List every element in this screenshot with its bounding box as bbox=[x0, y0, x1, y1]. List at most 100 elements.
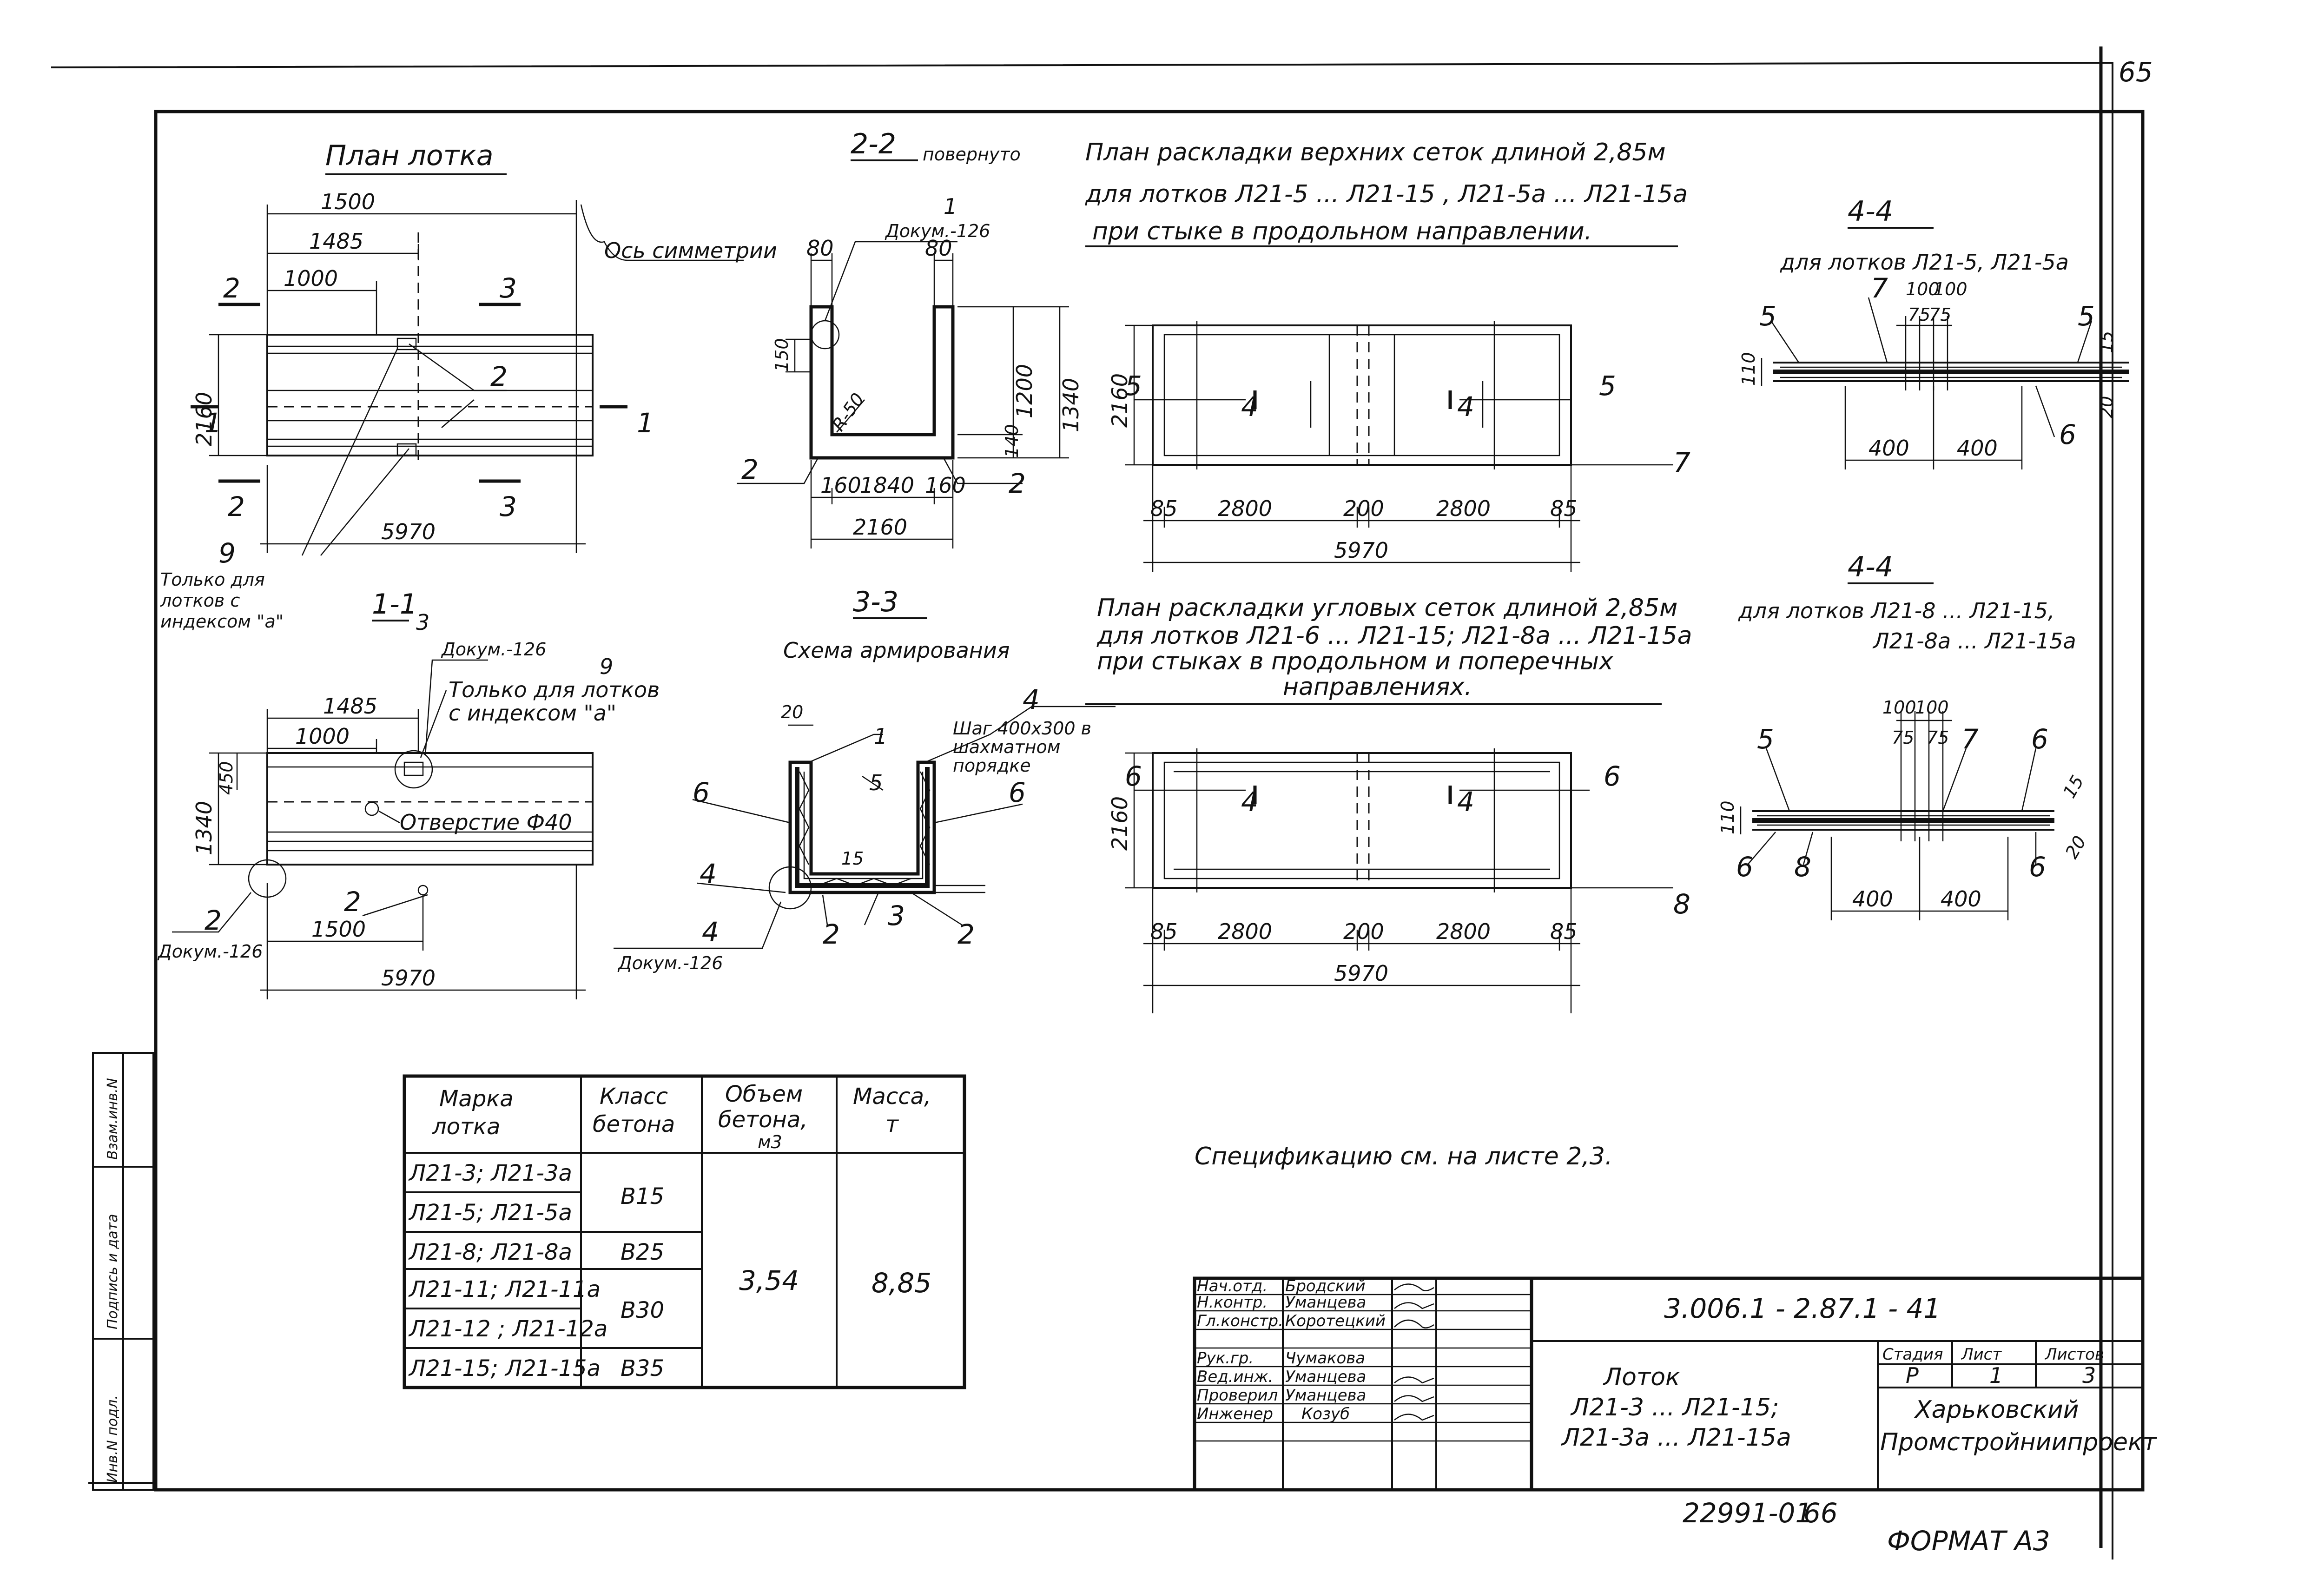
stamp-role: Н.контр. bbox=[1197, 1293, 1268, 1312]
planCorner-dim-2800a: 2800 bbox=[1218, 919, 1272, 944]
sec44b-title: 4-4 bbox=[1848, 551, 1893, 583]
planTop-dim-2800a: 2800 bbox=[1218, 496, 1272, 521]
table-header-volume-3: м3 bbox=[758, 1132, 782, 1152]
sec22-dim-150: 150 bbox=[772, 338, 792, 372]
sec44b-mark-7: 7 bbox=[1961, 723, 1979, 755]
stamp-title-line2: Л21-3 ... Л21-15; bbox=[1570, 1394, 1779, 1421]
sec44a-mark-5b: 5 bbox=[2078, 300, 2095, 332]
sec11-dim-1340: 1340 bbox=[191, 801, 217, 855]
sec11-mark-9: 9 bbox=[600, 654, 613, 679]
stamp-sheet-header: Лист bbox=[1961, 1345, 2002, 1364]
stamp-name: Козуб bbox=[1301, 1405, 1350, 1423]
sec33-mark-5: 5 bbox=[869, 770, 883, 795]
planTop-dim-200: 200 bbox=[1343, 496, 1384, 521]
sec11-mark-3: 3 bbox=[416, 610, 429, 635]
sec44b-mark-6a: 6 bbox=[2031, 723, 2048, 755]
sec44a-dim-100a: 100 bbox=[1906, 279, 1940, 299]
sec44b-dim-110: 110 bbox=[1717, 800, 1738, 834]
plan-note-line2: лотков с bbox=[160, 590, 240, 611]
stamp-title-line3: Л21-3а ... Л21-15а bbox=[1561, 1424, 1791, 1452]
stamp-org-line1: Харьковский bbox=[1914, 1396, 2079, 1424]
table-class-b15: B15 bbox=[621, 1183, 664, 1209]
table-row-mark: Л21-3; Л21-3а bbox=[408, 1160, 572, 1186]
sec22-dim-160a: 160 bbox=[820, 473, 861, 498]
planCorner-line4: направлениях. bbox=[1283, 673, 1472, 701]
planCorner-drawing bbox=[1085, 703, 1673, 1013]
sec22-dim-160b: 160 bbox=[925, 473, 966, 498]
stamp-stage: Р bbox=[1906, 1363, 1919, 1388]
plan-drawing bbox=[191, 173, 744, 556]
planTop-line1: План раскладки верхних сеток длиной 2,85… bbox=[1085, 139, 1666, 166]
table-row-mark: Л21-12 ; Л21-12а bbox=[408, 1316, 607, 1342]
sec44a-dim-400b: 400 bbox=[1957, 436, 1998, 461]
planCorner-dim-2800b: 2800 bbox=[1436, 919, 1491, 944]
sec11-dim-5970: 5970 bbox=[381, 965, 436, 991]
plan-cut-2-bot: 2 bbox=[228, 491, 245, 522]
plan-mark-9: 9 bbox=[218, 537, 236, 569]
plan-dim-5970: 5970 bbox=[381, 519, 436, 544]
sec11-dim-1500: 1500 bbox=[311, 917, 366, 942]
sec33-drawing bbox=[614, 617, 1116, 949]
table-header-volume-1: Объем bbox=[725, 1081, 803, 1107]
sec11-doc2: Докум.-126 bbox=[157, 941, 263, 962]
sec22-dim-1340: 1340 bbox=[1058, 378, 1083, 432]
spec-note: Спецификацию см. на листе 2,3. bbox=[1195, 1143, 1612, 1170]
sec33-doc: Докум.-126 bbox=[617, 953, 723, 973]
side-label-sign: Подпись и дата bbox=[105, 1214, 121, 1330]
sec33-mark-6a: 6 bbox=[693, 777, 710, 808]
sec22-mark-1: 1 bbox=[944, 194, 957, 219]
sec22-dim-140: 140 bbox=[1002, 424, 1022, 458]
planCorner-dim-85b: 85 bbox=[1550, 919, 1578, 944]
table-header-class-2: бетона bbox=[593, 1111, 675, 1137]
planTop-dim-5970: 5970 bbox=[1334, 538, 1388, 563]
plan-cut-2-top: 2 bbox=[223, 272, 240, 304]
plan-note-line1: Только для bbox=[160, 569, 265, 590]
plan-mark-2: 2 bbox=[490, 361, 508, 392]
stamp-role: Рук.гр. bbox=[1197, 1349, 1254, 1368]
stamp-role: Инженер bbox=[1197, 1405, 1273, 1423]
sec44a-mark-15: 15 bbox=[2096, 331, 2117, 353]
sec44b-dim-400b: 400 bbox=[1941, 886, 1981, 912]
stamp-stage-header: Стадия bbox=[1882, 1345, 1943, 1364]
sec44a-mark-7: 7 bbox=[1871, 272, 1888, 304]
stamp-role: Вед.инж. bbox=[1197, 1368, 1273, 1386]
planTop-mark-5b: 5 bbox=[1599, 370, 1616, 402]
sec22-subtitle: повернуто bbox=[923, 144, 1021, 165]
planCorner-cut-4b: 4 bbox=[1457, 786, 1474, 818]
sec11-mark-2b: 2 bbox=[205, 905, 222, 936]
planTop-line3: при стыке в продольном направлении. bbox=[1092, 218, 1592, 245]
sec33-mark-1: 1 bbox=[874, 724, 887, 749]
table-class-b25: B25 bbox=[621, 1239, 664, 1265]
sec11-dim-1000: 1000 bbox=[295, 724, 350, 749]
plan-dim-1500: 1500 bbox=[321, 189, 375, 214]
sec44b-drawing bbox=[1740, 582, 2054, 920]
left-strip bbox=[92, 1052, 154, 1491]
stamp-name: Уманцева bbox=[1285, 1293, 1366, 1312]
sec33-step-line2: шахматном bbox=[953, 737, 1060, 757]
sec44a-dim-75b: 75 bbox=[1929, 304, 1951, 325]
plan-title: План лотка bbox=[325, 139, 494, 172]
sec44a-subtitle: для лотков Л21-5, Л21-5а bbox=[1780, 250, 2069, 275]
plan-dim-1485: 1485 bbox=[309, 229, 363, 254]
sec44a-dim-100b: 100 bbox=[1934, 279, 1967, 299]
stamp-code: 3.006.1 - 2.87.1 - 41 bbox=[1664, 1293, 1941, 1324]
plan-dim-2160: 2160 bbox=[191, 392, 217, 446]
table-header-mark-1: Марка bbox=[439, 1086, 514, 1112]
sec11-title: 1-1 bbox=[372, 588, 417, 621]
sec33-mark-4b: 4 bbox=[700, 858, 717, 890]
sec22-mark-2a: 2 bbox=[741, 454, 759, 485]
sec33-mark-6b: 6 bbox=[1009, 777, 1026, 808]
planTop-dim-2800b: 2800 bbox=[1436, 496, 1491, 521]
sec44a-mark-5a: 5 bbox=[1759, 300, 1776, 332]
planTop-cut-4a: 4 bbox=[1241, 391, 1258, 423]
page-number: 65 bbox=[2119, 56, 2153, 88]
sec33-subtitle: Схема армирования bbox=[783, 638, 1010, 663]
plan-cut-1-right: 1 bbox=[637, 407, 654, 439]
sec11-mark-2a: 2 bbox=[344, 886, 361, 918]
planCorner-cut-4a: 4 bbox=[1241, 786, 1258, 818]
planTop-dim-2160: 2160 bbox=[1107, 373, 1132, 428]
sec33-mark-4: 4 bbox=[1023, 684, 1040, 715]
plan-cut-1-left: 1 bbox=[205, 407, 222, 439]
plan-axis-label: Ось симметрии bbox=[604, 238, 777, 263]
